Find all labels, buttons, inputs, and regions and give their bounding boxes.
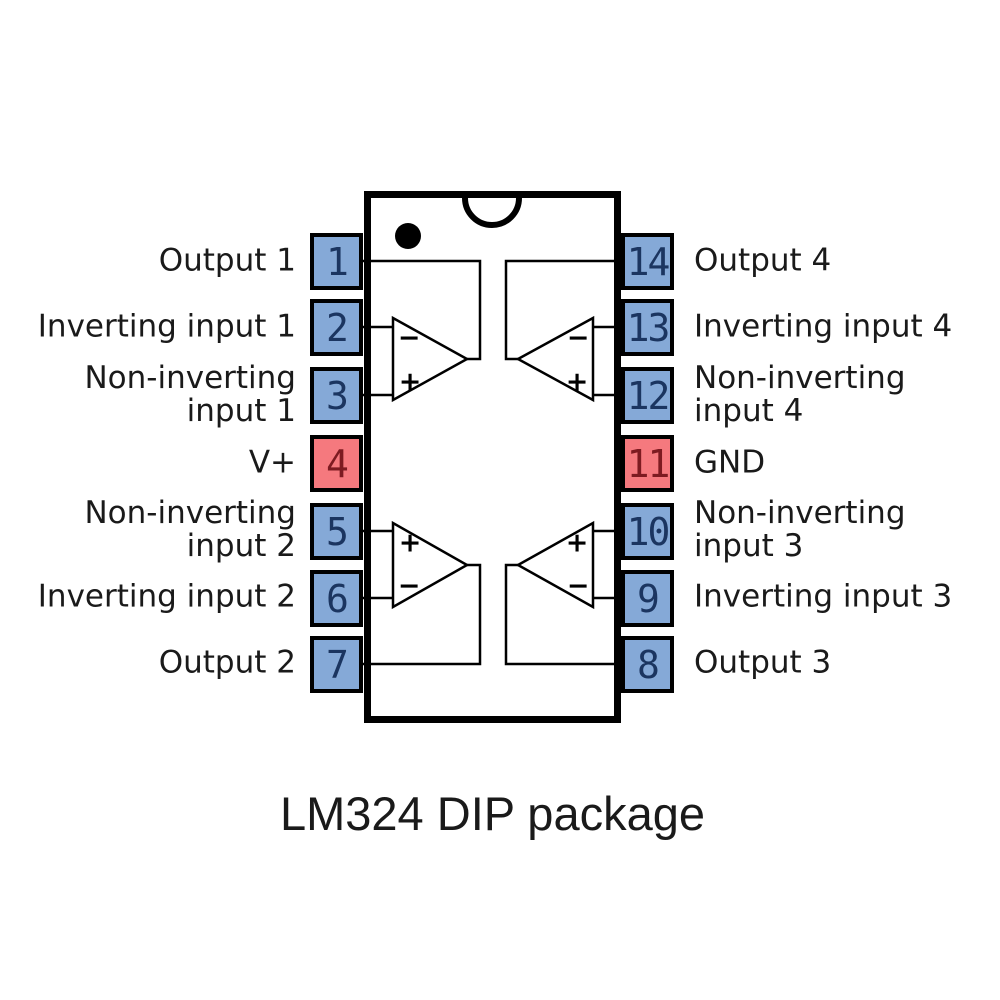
pin-13-label: Inverting input 4 bbox=[694, 308, 953, 345]
orientation-notch bbox=[462, 197, 522, 228]
opamp1-output-wire bbox=[363, 259, 482, 361]
pin-11: 11 bbox=[621, 435, 674, 492]
opamp2-plus-sign: + bbox=[398, 527, 422, 559]
pin-3: 3 bbox=[310, 367, 363, 424]
pin-1-label: Output 1 bbox=[158, 242, 296, 279]
pin-8: 8 bbox=[621, 636, 674, 693]
pin-14: 14 bbox=[621, 233, 674, 290]
pin-1: 1 bbox=[310, 233, 363, 290]
pin-12: 12 bbox=[621, 367, 674, 424]
opamp1-plus-sign: + bbox=[398, 366, 422, 398]
pin-7: 7 bbox=[310, 636, 363, 693]
opamp1-triangle bbox=[391, 315, 470, 403]
diagram-title: LM324 DIP package bbox=[279, 787, 706, 840]
opamp2-triangle bbox=[391, 520, 470, 610]
pin-13: 13 bbox=[621, 299, 674, 356]
pin-5-label: Non-inverting input 2 bbox=[84, 495, 296, 564]
pin-5: 5 bbox=[310, 503, 363, 560]
pin-6-label: Inverting input 2 bbox=[37, 578, 296, 615]
opamp2-minus-sign: − bbox=[397, 570, 421, 602]
pin-4: 4 bbox=[310, 435, 363, 492]
opamp3-minus-sign: − bbox=[566, 570, 590, 602]
pin-11-label: GND bbox=[694, 444, 766, 481]
pin-12-label: Non-inverting input 4 bbox=[694, 360, 906, 429]
opamp4-output-wire bbox=[504, 259, 622, 361]
opamp3-output-wire bbox=[504, 563, 622, 666]
opamp4-plus-sign: + bbox=[565, 366, 589, 398]
pin1-indicator-dot bbox=[395, 223, 421, 249]
pin-10: 10 bbox=[621, 503, 674, 560]
opamp1-minus-sign: − bbox=[397, 322, 421, 354]
chip-body bbox=[364, 191, 621, 723]
opamp4-triangle bbox=[515, 315, 595, 403]
pin-3-label: Non-inverting input 1 bbox=[84, 360, 296, 429]
pin-2-label: Inverting input 1 bbox=[37, 308, 296, 345]
pin-7-label: Output 2 bbox=[158, 644, 296, 681]
opamp4-minus-sign: − bbox=[566, 322, 590, 354]
pin-14-label: Output 4 bbox=[694, 242, 832, 279]
pin-8-label: Output 3 bbox=[694, 644, 832, 681]
pin-4-label: V+ bbox=[248, 444, 296, 481]
pin-9: 9 bbox=[621, 570, 674, 627]
pin-2: 2 bbox=[310, 299, 363, 356]
pin-10-label: Non-inverting input 3 bbox=[694, 495, 906, 564]
pin-6: 6 bbox=[310, 570, 363, 627]
pin-9-label: Inverting input 3 bbox=[694, 578, 953, 615]
opamp3-triangle bbox=[515, 520, 595, 610]
opamp2-output-wire bbox=[363, 563, 482, 666]
opamp3-plus-sign: + bbox=[565, 527, 589, 559]
